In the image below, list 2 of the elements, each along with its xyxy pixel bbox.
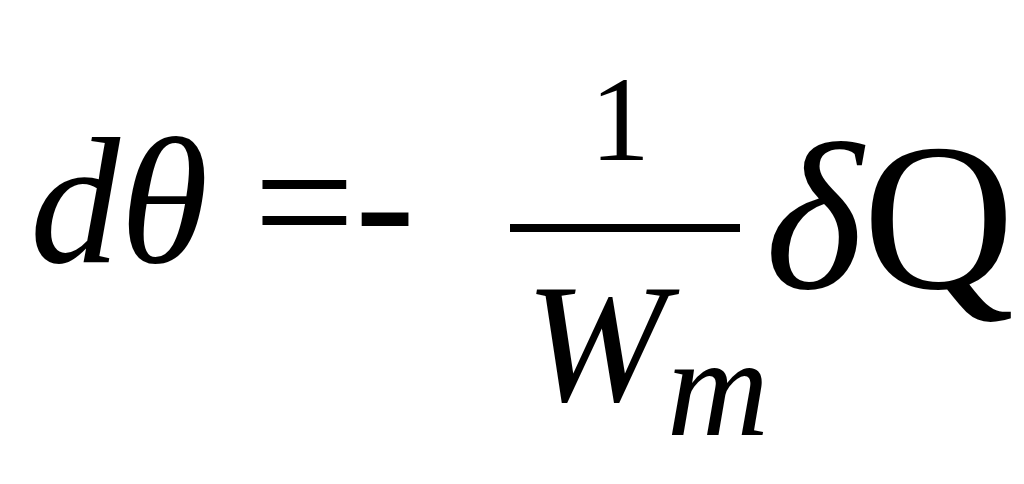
formula-left-side: dθ =- (30, 112, 415, 292)
numerator: 1 (590, 60, 650, 180)
